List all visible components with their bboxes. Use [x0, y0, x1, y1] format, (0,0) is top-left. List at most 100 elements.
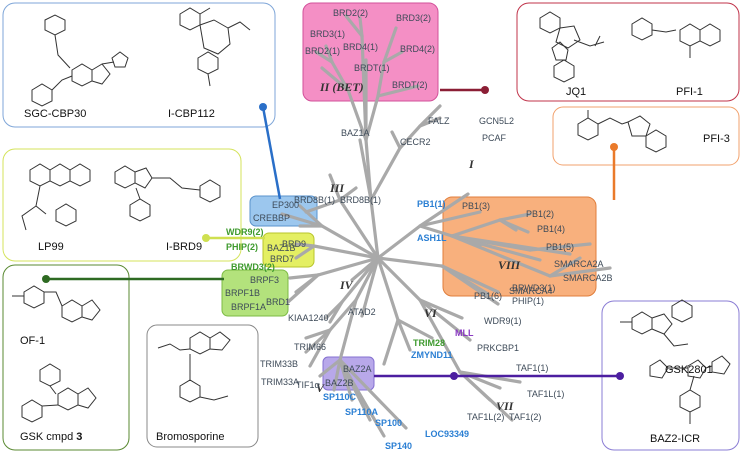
- protein-label: TAF1(2): [509, 412, 541, 422]
- protein-label-mll: MLL: [455, 328, 474, 338]
- protein-label: BRD2(1): [305, 46, 340, 56]
- protein-label-zmynd11: ZMYND11: [411, 350, 453, 360]
- structure-pfi1: [631, 17, 721, 58]
- protein-label: BAZ2B: [325, 378, 354, 388]
- protein-label: BRD8B(1): [340, 195, 381, 205]
- structure-of1: [12, 285, 101, 323]
- protein-label: TRIM33B: [260, 359, 298, 369]
- family-label-ii: II (BET): [319, 80, 364, 94]
- protein-label: BRD2(2): [333, 8, 368, 18]
- protein-label-wdr9-2: WDR9(2): [226, 227, 264, 237]
- probe-names: SGC-CBP30 I-CBP112 JQ1 PFI-1 PFI-3 LP99 …: [20, 86, 730, 445]
- cbp-probe-panel: [2, 2, 276, 128]
- gsk-cmpd-number: 3: [76, 431, 82, 443]
- protein-label: PB1(6): [474, 291, 502, 301]
- bet-probe-panel: [516, 2, 740, 102]
- protein-label-sp100: SP100: [375, 418, 402, 428]
- protein-label: BRPF1B: [225, 288, 260, 298]
- protein-label: TAF1L(2): [467, 412, 504, 422]
- protein-label-sp110c: SP110C: [323, 392, 357, 402]
- protein-label: EP300: [272, 200, 299, 210]
- protein-label: KIAA1240: [288, 313, 329, 323]
- protein-label: BAZ1A: [341, 128, 370, 138]
- brd9-brd7-box: [262, 232, 315, 268]
- protein-label: PB1(4): [537, 224, 565, 234]
- gsk-cmpd-label: GSK cmpd: [20, 431, 73, 443]
- family-label-i: I: [468, 157, 475, 171]
- brd9-probe-panel: [2, 148, 242, 262]
- protein-label: TAF1L(1): [527, 389, 564, 399]
- protein-label-ash1l: ASH1L: [417, 233, 447, 243]
- protein-label: TRIM66: [294, 342, 326, 352]
- structure-lp99: [21, 163, 91, 231]
- structure-bromosporine: [157, 331, 231, 403]
- structure-i-cbp112: [179, 7, 251, 87]
- connector-dot: [42, 275, 50, 283]
- probe-name-lp99: LP99: [38, 241, 64, 253]
- protein-label: SMARCA2A: [554, 259, 604, 269]
- pfi3-probe-panel: [552, 106, 740, 166]
- protein-label: CREBBP: [253, 213, 290, 223]
- family-label-vii: VII: [496, 399, 515, 413]
- protein-label: FALZ: [428, 116, 450, 126]
- protein-label: BRPF3: [250, 275, 279, 285]
- protein-label: BRD7: [270, 254, 294, 264]
- family-label-iv: IV: [339, 278, 354, 292]
- protein-label: PB1(3): [462, 201, 490, 211]
- protein-label: GCN5L2: [479, 116, 514, 126]
- protein-label-trim28: TRIM28: [413, 338, 445, 348]
- protein-label: BRD1: [266, 297, 290, 307]
- protein-label-loc93349: LOC93349: [425, 429, 469, 439]
- probe-name-gsk2801: GSK2801: [665, 364, 713, 376]
- protein-label: PHIP(1): [512, 296, 544, 306]
- connector-dot: [450, 372, 458, 380]
- protein-label: CECR2: [400, 137, 431, 147]
- family-label-v: V: [316, 381, 325, 395]
- connector-dots: [42, 86, 624, 380]
- connector-dot: [481, 86, 489, 94]
- protein-label: BRD3(2): [396, 13, 431, 23]
- protein-label: TIF1α: [296, 380, 320, 390]
- protein-label: SMARCA2B: [563, 273, 613, 283]
- structure-jq1: [539, 11, 605, 83]
- protein-label: BRWD3(1): [512, 283, 555, 293]
- protein-label-phip-2: PHIP(2): [226, 242, 258, 252]
- probe-name-gsk-cmpd: GSK cmpd 3: [20, 431, 82, 443]
- protein-label: BRD3(1): [310, 29, 345, 39]
- connector-dot: [259, 103, 267, 111]
- probe-name-i-cbp112: I-CBP112: [168, 108, 215, 120]
- protein-label: BAZ1B: [267, 243, 296, 253]
- protein-label-brwd3-2: BRWD3(2): [231, 262, 275, 272]
- probe-name-pfi1: PFI-1: [676, 86, 703, 98]
- structure-gsk2801: [620, 299, 693, 347]
- protein-label: BRD9: [282, 239, 306, 249]
- probe-name-baz2-icr: BAZ2-ICR: [650, 433, 700, 445]
- probe-name-sgc-cbp30: SGC-CBP30: [24, 108, 86, 120]
- connectors: [46, 88, 620, 378]
- protein-label: BRD4(2): [400, 44, 435, 54]
- protein-label: BRDT(1): [354, 63, 390, 73]
- protein-label: PRKCBP1: [477, 343, 519, 353]
- protein-label-pb1-1: PB1(1): [417, 199, 446, 209]
- protein-labels: BRD2(2) BRD3(2) BRD3(1) BRD4(2) BRD2(1) …: [225, 8, 613, 422]
- structure-i-brd9: [114, 165, 221, 222]
- protein-label: ATAD2: [348, 307, 376, 317]
- brpf-brd1-box: [221, 269, 289, 317]
- structure-sgc-cbp30: [31, 14, 129, 107]
- probe-name-bromosporine: Bromosporine: [156, 431, 224, 443]
- connector-dot: [610, 143, 618, 151]
- protein-label-sp140: SP140: [385, 441, 412, 451]
- protein-label: BRD4(1): [343, 42, 378, 52]
- tree-branches: [280, 14, 612, 438]
- protein-label: PCAF: [482, 133, 507, 143]
- family-label-iii: III: [329, 181, 345, 195]
- structure-pfi3: [577, 110, 667, 153]
- protein-label: PB1(5): [546, 242, 574, 252]
- bromosporine-panel: [146, 324, 259, 448]
- protein-label: TAF1(1): [516, 363, 548, 373]
- probe-name-pfi3: PFI-3: [703, 133, 730, 145]
- probe-target-labels: WDR9(2) PHIP(2) BRWD3(2) PB1(1) ASH1L ML…: [226, 199, 474, 451]
- connector-dot: [202, 234, 210, 242]
